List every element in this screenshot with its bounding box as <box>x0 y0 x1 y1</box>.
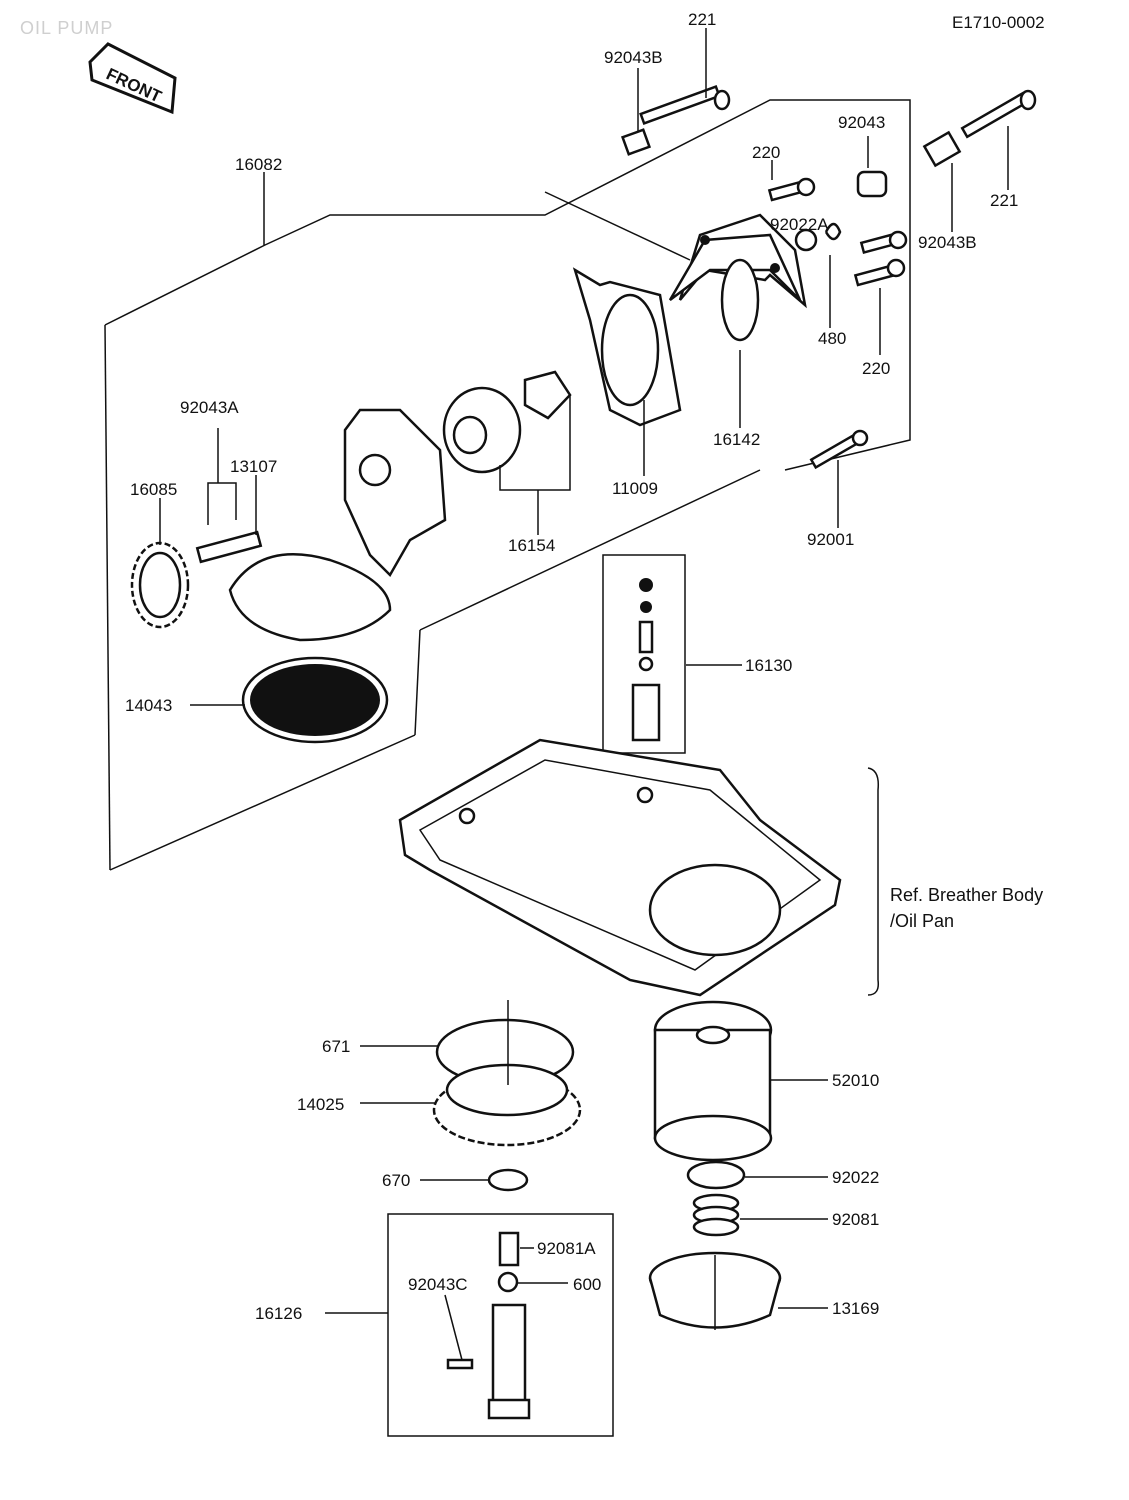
label-92022A: 92022A <box>770 215 829 234</box>
bolt-220-top <box>767 177 816 202</box>
label-16126: 16126 <box>255 1304 302 1323</box>
label-92081: 92081 <box>832 1210 879 1229</box>
rotors-16154 <box>442 370 572 474</box>
gasket-11009 <box>572 267 682 427</box>
label-16085: 16085 <box>130 480 177 499</box>
label-16082: 16082 <box>235 155 282 174</box>
label-92001: 92001 <box>807 530 854 549</box>
leader-16082-top <box>544 191 691 261</box>
bolt-221-right <box>922 89 1037 168</box>
label-92043B-right: 92043B <box>918 233 977 252</box>
spring-92081 <box>692 1193 740 1237</box>
bypass-valve-16126 <box>387 1213 614 1437</box>
label-14025: 14025 <box>297 1095 344 1114</box>
diagram-code: E1710-0002 <box>952 13 1045 32</box>
leader-lines <box>159 28 1009 1361</box>
pin-13107 <box>195 530 263 564</box>
pump-cover-16142 <box>668 213 807 342</box>
assembly-outline-16082 <box>104 99 911 871</box>
label-92022: 92022 <box>832 1168 879 1187</box>
relief-valve-16130 <box>602 554 686 754</box>
label-16154: 16154 <box>508 536 555 555</box>
circlip-480 <box>824 222 842 241</box>
dowel-92043 <box>856 170 888 198</box>
note-bracket <box>867 767 880 996</box>
label-16142: 16142 <box>713 430 760 449</box>
oring-670 <box>487 1168 529 1192</box>
bolts-220-right <box>853 230 908 287</box>
label-13169: 13169 <box>832 1299 879 1318</box>
label-600: 600 <box>573 1275 601 1294</box>
label-220-top: 220 <box>752 143 780 162</box>
front-arrow-icon: FRONT <box>88 42 177 115</box>
label-16130: 16130 <box>745 656 792 675</box>
bolt-92001 <box>809 429 869 470</box>
washer-92022 <box>686 1160 746 1190</box>
sprocket-16085 <box>130 541 190 629</box>
label-11009: 11009 <box>612 479 658 498</box>
label-92081A: 92081A <box>537 1239 596 1258</box>
label-52010: 52010 <box>832 1071 879 1090</box>
label-221-top: 221 <box>688 10 716 29</box>
label-14043: 14043 <box>125 696 172 715</box>
screen-14043 <box>241 656 389 744</box>
label-92043A: 92043A <box>180 398 239 417</box>
label-92043B-top: 92043B <box>604 48 663 67</box>
screen-rings <box>432 1000 582 1147</box>
label-92043: 92043 <box>838 113 885 132</box>
label-480: 480 <box>818 329 846 348</box>
label-670: 670 <box>382 1171 410 1190</box>
note-line-2: /Oil Pan <box>890 911 954 931</box>
washer-92022A <box>794 228 818 252</box>
bolt-221-top <box>620 85 731 156</box>
note-line-1: Ref. Breather Body <box>890 885 1043 905</box>
label-671: 671 <box>322 1037 350 1056</box>
label-92043C: 92043C <box>408 1275 468 1294</box>
label-221-right: 221 <box>990 191 1018 210</box>
filter-cover-13169 <box>648 1251 782 1330</box>
label-220-right: 220 <box>862 359 890 378</box>
pump-body <box>228 408 447 642</box>
label-13107: 13107 <box>230 457 277 476</box>
filter-52010 <box>653 1000 773 1162</box>
section-title: OIL PUMP <box>20 18 113 38</box>
oil-pan <box>398 738 842 997</box>
